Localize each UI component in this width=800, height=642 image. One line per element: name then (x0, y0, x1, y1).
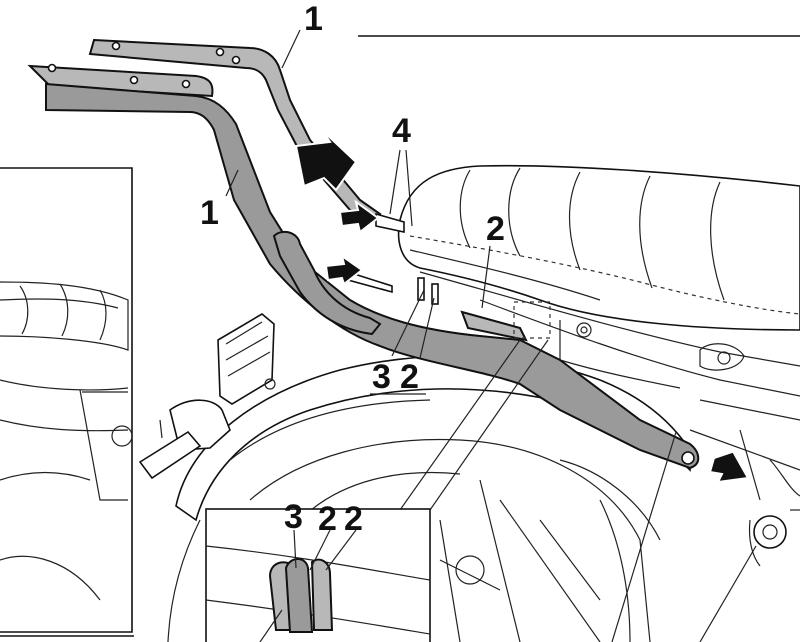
rear-frame (419, 271, 800, 567)
arrow-bolt-upper-icon (338, 199, 380, 234)
callout-labels: 1 1 4 2 3 2 3 2 2 (200, 0, 505, 538)
bolt-assembly (347, 212, 551, 339)
arrow-rear-mount-icon (708, 445, 750, 484)
arrow-bolt-lower-icon (324, 253, 364, 286)
turn-signal-bracket (138, 313, 276, 480)
callout-spacer-lower: 2 (400, 358, 419, 396)
callout-rack-top: 1 (304, 0, 323, 38)
callout-inset-washer: 3 (284, 498, 303, 536)
callout-inset-spacer-a: 2 (318, 500, 337, 538)
callout-spacer: 2 (486, 210, 505, 248)
leader-lines (225, 29, 757, 642)
callout-washer: 3 (372, 358, 391, 396)
callout-inset-spacer-b: 2 (344, 500, 363, 538)
left-inset-panel (0, 167, 134, 637)
detail-inset (205, 508, 431, 642)
motorcycle-seat (397, 164, 800, 331)
direction-arrows (294, 129, 750, 484)
callout-bolt: 4 (392, 112, 411, 150)
callout-rack-left: 1 (200, 194, 219, 232)
arrow-rack-down-icon (294, 129, 358, 192)
rack-rail-main (27, 63, 700, 470)
